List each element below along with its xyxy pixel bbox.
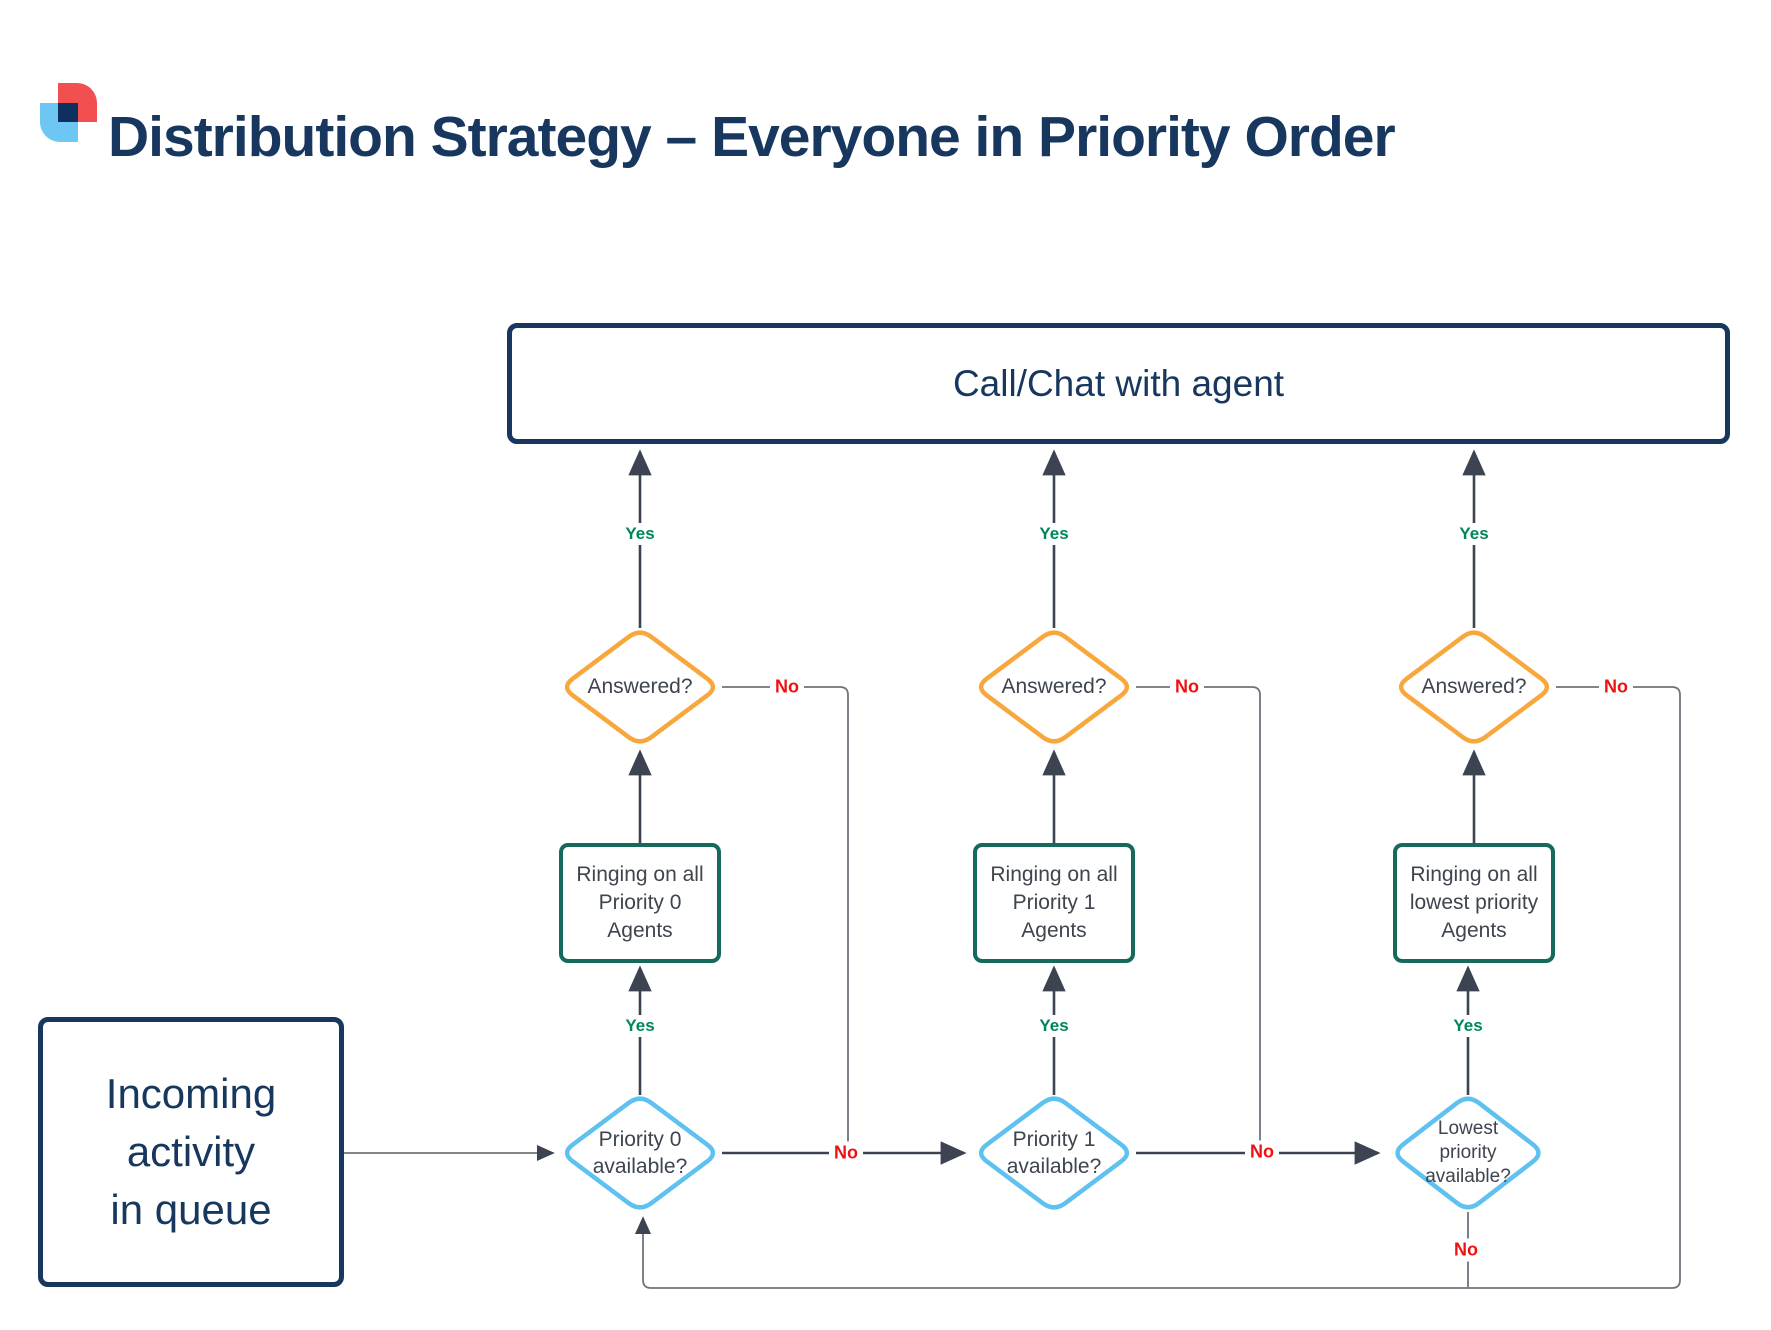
available1-label: Priority 0 available? <box>570 1113 710 1193</box>
label-no-answered1: No <box>770 675 804 699</box>
available1-line-2: available? <box>592 1155 688 1178</box>
ringing2-line-1: Ringing on all <box>990 863 1118 887</box>
label-yes-answered3: Yes <box>1454 523 1494 545</box>
connector-no-answered2-drop <box>1136 686 1261 1151</box>
connector-no-answered1-drop <box>722 686 849 1151</box>
available3-line-3: available? <box>1425 1165 1511 1187</box>
decision-answered-2 <box>978 630 1130 744</box>
connector-no-feedback-to-available1 <box>634 686 1681 1289</box>
label-no-answered2: No <box>1170 675 1204 699</box>
label-yes-available2: Yes <box>1034 1015 1074 1037</box>
label-no-available3: No <box>1449 1238 1483 1262</box>
decision-answered-3 <box>1398 630 1550 744</box>
label-yes-answered1: Yes <box>620 523 660 545</box>
ringing3-line-1: Ringing on all <box>1410 863 1538 887</box>
label-yes-available3: Yes <box>1448 1015 1488 1037</box>
decision-answered-1 <box>564 630 716 744</box>
available3-label: Lowest priority available? <box>1398 1108 1538 1198</box>
decision-priority0-available <box>564 1096 716 1210</box>
ringing1-line-2: Priority 0 <box>598 891 682 915</box>
ringing3-line-2: lowest priority <box>1409 891 1539 915</box>
available3-line-2: priority <box>1439 1142 1497 1164</box>
ringing1-line-3: Agents <box>607 918 673 942</box>
ringing2-line-3: Agents <box>1021 918 1087 942</box>
ringing1-line-1: Ringing on all <box>576 863 704 887</box>
label-yes-answered2: Yes <box>1034 523 1074 545</box>
label-no-available1: No <box>829 1141 863 1165</box>
call-chat-label: Call/Chat with agent <box>952 362 1285 404</box>
incoming-line-2: activity <box>126 1128 256 1176</box>
answered3-label: Answered? <box>1421 675 1527 699</box>
available1-line-1: Priority 0 <box>598 1127 682 1151</box>
node-incoming-activity: Incoming activity in queue <box>38 1017 344 1287</box>
logo-navy-shape <box>58 103 78 122</box>
label-no-answered3: No <box>1599 675 1633 699</box>
decision-priority1-available <box>978 1096 1130 1210</box>
available3-line-1: Lowest <box>1437 1118 1499 1140</box>
available2-label: Priority 1 available? <box>984 1113 1124 1193</box>
available2-line-2: available? <box>1006 1155 1102 1178</box>
node-ringing-lowest-priority-agents: Ringing on all lowest priority Agents <box>1393 843 1555 963</box>
ringing3-line-3: Agents <box>1441 918 1507 942</box>
label-no-available2: No <box>1245 1140 1279 1164</box>
answered2-label: Answered? <box>1001 675 1107 699</box>
incoming-line-1: Incoming <box>105 1070 277 1118</box>
node-ringing-priority1-agents: Ringing on all Priority 1 Agents <box>973 843 1135 963</box>
incoming-line-3: in queue <box>110 1185 272 1233</box>
page-title: Distribution Strategy – Everyone in Prio… <box>108 105 1396 169</box>
node-ringing-priority0-agents: Ringing on all Priority 0 Agents <box>559 843 721 963</box>
answered1-label: Answered? <box>587 675 693 699</box>
label-yes-available1: Yes <box>620 1015 660 1037</box>
node-call-chat-with-agent: Call/Chat with agent <box>507 323 1730 444</box>
ringing2-line-2: Priority 1 <box>1012 891 1096 915</box>
available2-line-1: Priority 1 <box>1012 1127 1096 1151</box>
decision-lowest-priority-available <box>1395 1096 1541 1210</box>
